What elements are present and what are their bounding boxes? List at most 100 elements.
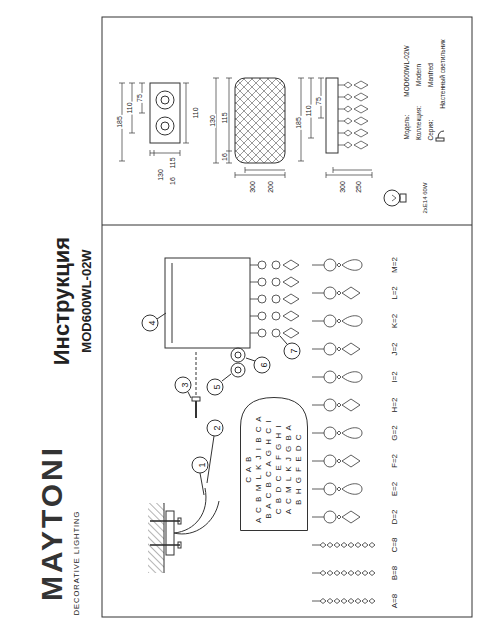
crystal-count: B=8 bbox=[391, 565, 399, 581]
line-art bbox=[258, 329, 266, 337]
line-art bbox=[337, 347, 341, 351]
label-holder: Коллекция: bbox=[408, 105, 424, 141]
line-art bbox=[272, 278, 280, 286]
line-art bbox=[272, 329, 280, 337]
line-art bbox=[235, 175, 285, 176]
line-art bbox=[354, 141, 368, 149]
lamp-socket bbox=[231, 348, 245, 362]
leader-line bbox=[222, 374, 231, 381]
label-holder: E=2 bbox=[384, 481, 400, 497]
fixing-screw bbox=[195, 401, 197, 418]
leader-line bbox=[280, 336, 287, 344]
supply-wire bbox=[174, 501, 219, 534]
line-art bbox=[372, 172, 373, 178]
fixture-top-view bbox=[326, 78, 338, 153]
line-art bbox=[312, 545, 320, 546]
line-art bbox=[338, 97, 344, 98]
line-art bbox=[318, 78, 324, 79]
line-art bbox=[342, 287, 360, 299]
line-art bbox=[369, 571, 375, 576]
line-art bbox=[354, 129, 368, 137]
line-art bbox=[312, 433, 324, 434]
crystal-count: E=2 bbox=[391, 481, 399, 497]
fixture-side-view bbox=[150, 83, 180, 143]
dimension-lines bbox=[213, 78, 285, 178]
line-art bbox=[324, 259, 336, 271]
label-holder: M=2 bbox=[384, 256, 400, 274]
crystal-strands bbox=[338, 81, 368, 149]
crystal-row: C B D C E F G H I bbox=[274, 415, 284, 523]
line-art bbox=[312, 573, 320, 574]
line-art bbox=[186, 83, 187, 143]
line-art bbox=[337, 403, 341, 407]
line-art bbox=[333, 167, 334, 173]
crystal-row: A C B M L K J I B C A bbox=[254, 415, 264, 523]
line-art bbox=[213, 78, 219, 79]
line-art bbox=[285, 172, 286, 178]
line-art bbox=[355, 543, 361, 548]
label-holder: 16 bbox=[214, 152, 230, 162]
line-art bbox=[324, 371, 336, 383]
line-art bbox=[235, 172, 236, 178]
spec-text: Серия: bbox=[428, 119, 435, 142]
line-art bbox=[150, 153, 180, 154]
line-art bbox=[341, 571, 347, 576]
line-art bbox=[324, 287, 336, 299]
line-art bbox=[129, 83, 135, 84]
callout-circle bbox=[192, 457, 208, 473]
label-holder: A=8 bbox=[384, 593, 400, 609]
label-holder: 130 bbox=[150, 168, 166, 182]
label-holder: Серия: bbox=[420, 119, 436, 142]
crystal-count: L=2 bbox=[391, 285, 399, 301]
callout-number: 7 bbox=[290, 347, 299, 354]
label-holder: 6 bbox=[254, 361, 270, 368]
dimension-value: 300 bbox=[249, 180, 256, 194]
line-art bbox=[355, 571, 361, 576]
line-art bbox=[344, 106, 352, 112]
dimension-value: 16 bbox=[221, 152, 228, 162]
line-art bbox=[102, 17, 472, 617]
layout-outline bbox=[241, 398, 308, 531]
line-art bbox=[338, 145, 344, 146]
line-art bbox=[320, 571, 326, 576]
line-art bbox=[337, 291, 341, 295]
dimension-value: 16 bbox=[169, 176, 176, 186]
dimension-value: 110 bbox=[192, 106, 199, 119]
wall-screw bbox=[150, 520, 180, 522]
label-holder: 16 bbox=[162, 176, 178, 186]
line-art bbox=[334, 543, 340, 548]
line-art bbox=[354, 105, 368, 113]
line-art bbox=[324, 511, 336, 523]
crystal-row: C A B bbox=[244, 415, 254, 523]
label-holder: I=2 bbox=[384, 370, 400, 383]
line-art bbox=[369, 599, 375, 604]
crystal-count: M=2 bbox=[391, 256, 399, 274]
fixture-body bbox=[165, 258, 250, 348]
line-art bbox=[342, 343, 360, 355]
line-art bbox=[320, 599, 326, 604]
line-art bbox=[324, 315, 336, 327]
wall-surface bbox=[164, 503, 165, 573]
line-art bbox=[119, 83, 125, 84]
line-art bbox=[298, 78, 304, 79]
label-holder: L=2 bbox=[384, 285, 400, 301]
line-art bbox=[334, 571, 340, 576]
dimension-value: 115 bbox=[221, 111, 228, 124]
line-art bbox=[327, 543, 333, 548]
line-art bbox=[337, 431, 341, 435]
label-holder: Manfred bbox=[420, 62, 436, 88]
label-holder: H=2 bbox=[384, 397, 400, 414]
line-art bbox=[119, 161, 125, 162]
line-art bbox=[342, 484, 362, 495]
line-art bbox=[312, 377, 324, 378]
line-art bbox=[258, 295, 266, 303]
line-art bbox=[337, 515, 341, 519]
crystal-layout: C A BA C B M L K J I B C AB A C B C A G … bbox=[240, 397, 308, 531]
label-holder: Modern bbox=[408, 63, 424, 87]
line-art bbox=[129, 133, 135, 134]
line-art bbox=[213, 163, 219, 164]
label-holder: 4 bbox=[142, 319, 158, 326]
line-art bbox=[342, 399, 360, 411]
dimension-value: 75 bbox=[315, 96, 322, 106]
